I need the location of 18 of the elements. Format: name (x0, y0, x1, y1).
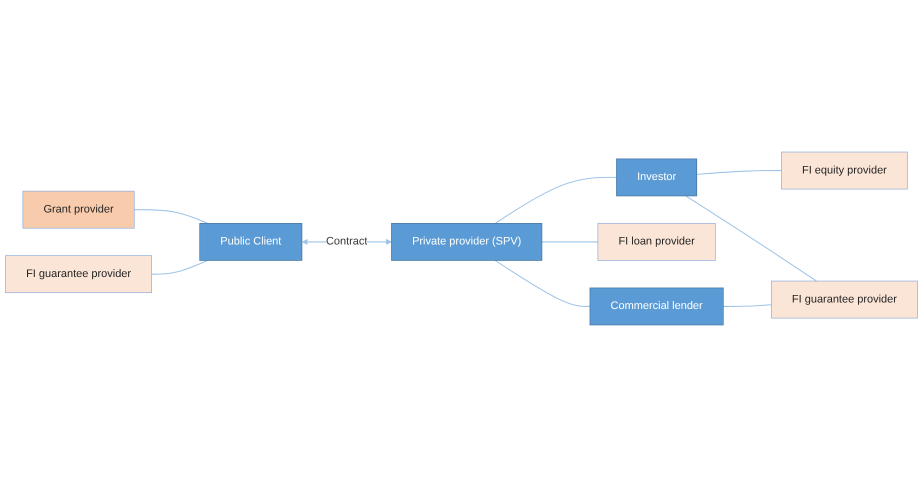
node-box: Grant provider (22, 190, 135, 229)
connector (723, 304, 772, 307)
node-box: FI loan provider (598, 223, 716, 261)
node-box: FI guarantee provider (5, 255, 152, 294)
edge-label: Contract (326, 236, 368, 248)
connector (686, 196, 817, 282)
node-box: Public Client (199, 223, 302, 261)
node-box: Private provider (SPV) (391, 223, 542, 261)
node-box: Commercial lender (590, 288, 724, 326)
connector (494, 176, 616, 224)
connector (542, 241, 598, 242)
connector (152, 260, 208, 275)
node-box: Investor (616, 158, 698, 196)
connector (696, 170, 782, 175)
node-box: FI equity provider (781, 152, 908, 190)
connector (494, 260, 590, 307)
connector (134, 209, 208, 224)
node-box: FI guarantee provider (770, 280, 918, 318)
